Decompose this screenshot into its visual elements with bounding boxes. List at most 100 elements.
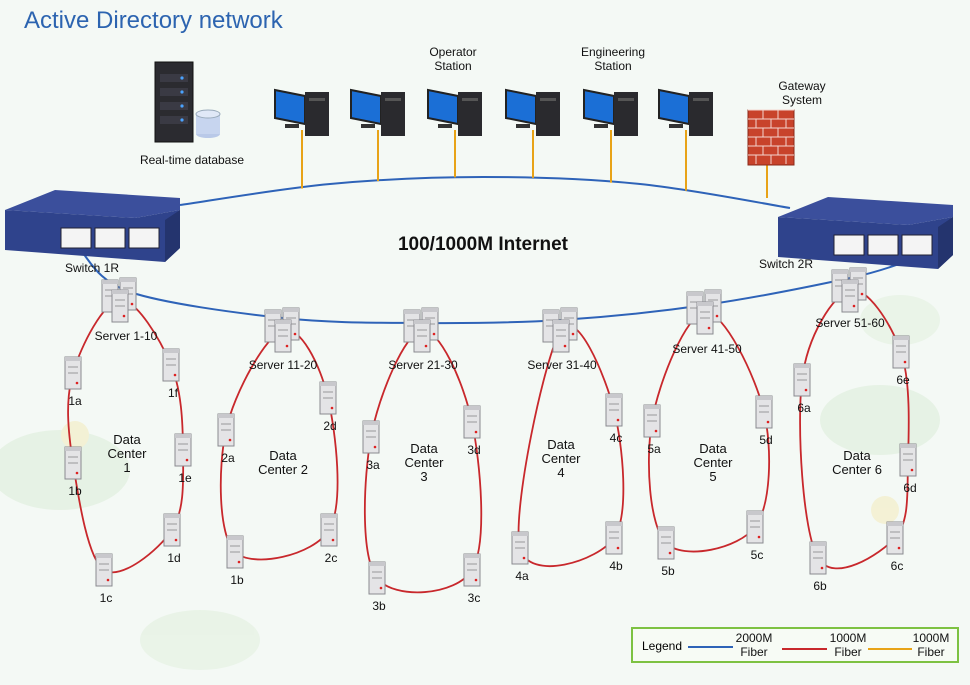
server-label: 3c <box>468 591 481 605</box>
server-icon <box>511 531 529 565</box>
server-label: 3a <box>366 458 380 472</box>
server-label: 6d <box>903 481 916 495</box>
server-label: 2c <box>325 551 338 565</box>
devices <box>5 61 953 595</box>
server-icon <box>95 553 113 587</box>
server-icon <box>163 513 181 547</box>
server-icon <box>463 553 481 587</box>
labels: Server 1-101f1e1d1c1b1aDataCenter1Server… <box>65 45 917 613</box>
data-center-label: 4 <box>557 465 564 480</box>
server-cluster-icon <box>696 301 714 335</box>
server-icon <box>899 443 917 477</box>
server-label: 1b <box>230 573 244 587</box>
data-center-label: Data <box>113 432 141 447</box>
server-label: 4b <box>609 559 623 573</box>
data-center-label: Center 6 <box>832 462 882 477</box>
server-label: 5d <box>759 433 772 447</box>
server-icon <box>226 535 244 569</box>
legend-label: 1000M <box>913 631 950 645</box>
server-cluster-label: Server 41-50 <box>672 342 742 356</box>
data-center-label: Data <box>699 441 727 456</box>
server-cluster-label: Server 1-10 <box>95 329 158 343</box>
server-label: 1e <box>178 471 192 485</box>
data-center-label: Center <box>404 455 444 470</box>
gateway-label: System <box>782 93 822 107</box>
server-label: 4c <box>610 431 623 445</box>
server-cluster-icon <box>841 279 859 313</box>
fiber-2000m-lower-ring <box>79 249 906 325</box>
server-label: 6c <box>891 559 904 573</box>
data-center-label: 3 <box>420 469 427 484</box>
server-icon <box>892 335 910 369</box>
server-label: 3d <box>467 443 480 457</box>
server-label: 1b <box>68 484 82 498</box>
database-label: Real-time database <box>140 153 244 167</box>
server-icon <box>605 521 623 555</box>
server-icon <box>162 348 180 382</box>
data-center-label: Data <box>843 448 871 463</box>
firewall-brick-wall-icon <box>747 109 795 166</box>
server-icon <box>755 395 773 429</box>
server-icon <box>320 513 338 547</box>
gateway-label: Gateway <box>778 79 825 93</box>
legend-label: 1000M <box>830 631 867 645</box>
data-center-label: Center <box>541 451 581 466</box>
server-label: 2a <box>221 451 235 465</box>
legend-label: Fiber <box>740 645 767 659</box>
workstation-icon <box>350 88 405 136</box>
operator-station-label: Station <box>434 59 471 73</box>
server-label: 1c <box>100 591 113 605</box>
server-label: 1d <box>167 551 180 565</box>
server-label: 6e <box>896 373 910 387</box>
switch-1r-icon <box>5 190 180 262</box>
server-cluster-icon <box>111 289 129 323</box>
links <box>67 130 910 594</box>
server-icon <box>657 526 675 560</box>
server-icon <box>605 393 623 427</box>
operator-station-label: Operator <box>429 45 476 59</box>
server-label: 2d <box>323 419 336 433</box>
data-center-label: 1 <box>123 460 130 475</box>
server-label: 1f <box>168 386 179 400</box>
legend-title: Legend <box>642 639 682 653</box>
server-label: 1a <box>68 394 82 408</box>
server-icon <box>319 381 337 415</box>
legend-label: 2000M <box>736 631 773 645</box>
data-center-label: Data <box>410 441 438 456</box>
server-icon <box>64 446 82 480</box>
server-icon <box>793 363 811 397</box>
engineering-station-label: Engineering <box>581 45 645 59</box>
server-icon <box>886 521 904 555</box>
server-label: 4a <box>515 569 529 583</box>
server-icon <box>217 413 235 447</box>
fiber-2000m-top-ring <box>179 175 791 209</box>
server-cluster-label: Server 11-20 <box>249 358 318 372</box>
background-leaves <box>0 295 940 670</box>
workstation-icon <box>274 88 329 136</box>
legend-label: Fiber <box>917 645 944 659</box>
server-label: 5c <box>751 548 764 562</box>
workstation-icon <box>505 88 560 136</box>
server-cluster-label: Server 31-40 <box>527 358 597 372</box>
workstation-icon <box>658 88 713 136</box>
server-label: 5b <box>661 564 675 578</box>
server-cluster-label: Server 51-60 <box>815 316 885 330</box>
database-server-icon <box>154 61 221 143</box>
legend: Legend 2000M Fiber 1000M Fiber 1000M Fib… <box>631 627 959 663</box>
server-cluster-icon <box>274 319 292 353</box>
data-center-label: Data <box>269 448 297 463</box>
server-cluster-icon <box>413 319 431 353</box>
server-icon <box>746 510 764 544</box>
data-center-label: Center <box>107 446 147 461</box>
server-icon <box>368 561 386 595</box>
server-label: 3b <box>372 599 386 613</box>
engineering-station-label: Station <box>594 59 631 73</box>
server-icon <box>463 405 481 439</box>
data-center-label: 5 <box>709 469 716 484</box>
workstation-icon <box>583 88 638 136</box>
legend-label: Fiber <box>834 645 861 659</box>
server-label: 5a <box>647 442 661 456</box>
data-center-label: Center 2 <box>258 462 308 477</box>
server-label: 6a <box>797 401 811 415</box>
